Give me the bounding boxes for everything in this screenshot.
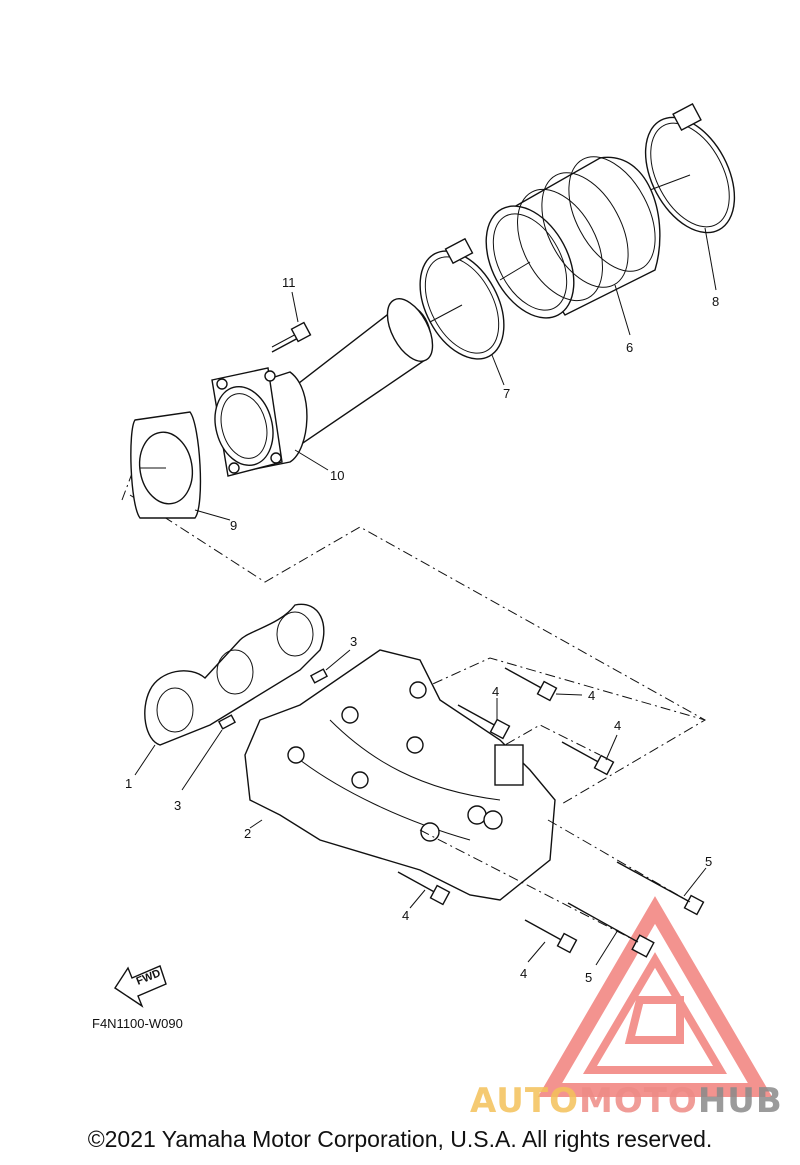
watermark-text: AUTOMOTOHUB — [470, 1081, 783, 1121]
callout-10: 10 — [330, 468, 344, 483]
callout-3b: 3 — [174, 798, 181, 813]
callout-2: 2 — [244, 826, 251, 841]
bolts-4 — [397, 667, 618, 963]
gasket-9 — [130, 411, 231, 521]
bolt-11 — [271, 291, 312, 353]
callout-1: 1 — [125, 776, 132, 791]
callout-4a: 4 — [588, 688, 595, 703]
hose-clamp-8 — [644, 102, 736, 291]
svg-text:AUTOMOTOHUB: AUTOMOTOHUB — [470, 1081, 783, 1121]
callout-4c: 4 — [614, 718, 621, 733]
watermark-hub: HUB — [698, 1081, 783, 1121]
callout-5a: 5 — [705, 854, 712, 869]
dowel-pins-3 — [181, 649, 351, 791]
callout-8: 8 — [712, 294, 719, 309]
callout-11: 11 — [282, 275, 296, 290]
callout-4d: 4 — [402, 908, 409, 923]
fwd-arrow: FWD — [114, 965, 167, 1008]
callout-6: 6 — [626, 340, 633, 355]
callout-3a: 3 — [350, 634, 357, 649]
callout-7: 7 — [503, 386, 510, 401]
callout-4b: 4 — [492, 684, 499, 699]
rubber-hose-6 — [485, 156, 661, 336]
exhaust-pipe-10 — [211, 298, 434, 477]
long-bolts-5 — [419, 819, 707, 966]
gasket-1 — [134, 603, 325, 776]
copyright-notice: ©2021 Yamaha Motor Corporation, U.S.A. A… — [87, 1126, 713, 1152]
watermark-auto: AUTO — [470, 1081, 579, 1121]
exhaust-manifold-2 — [244, 649, 556, 901]
watermark-moto: MOTO — [579, 1081, 698, 1121]
callout-9: 9 — [230, 518, 237, 533]
callout-4e: 4 — [520, 966, 527, 981]
watermark-logo — [537, 896, 773, 1097]
hose-clamp-7 — [419, 237, 505, 386]
callout-5b: 5 — [585, 970, 592, 985]
callout-labels: 1 2 3 3 4 4 4 4 4 5 5 6 7 8 9 10 11 — [125, 275, 719, 985]
diagram-code: F4N1100-W090 — [92, 1016, 183, 1031]
